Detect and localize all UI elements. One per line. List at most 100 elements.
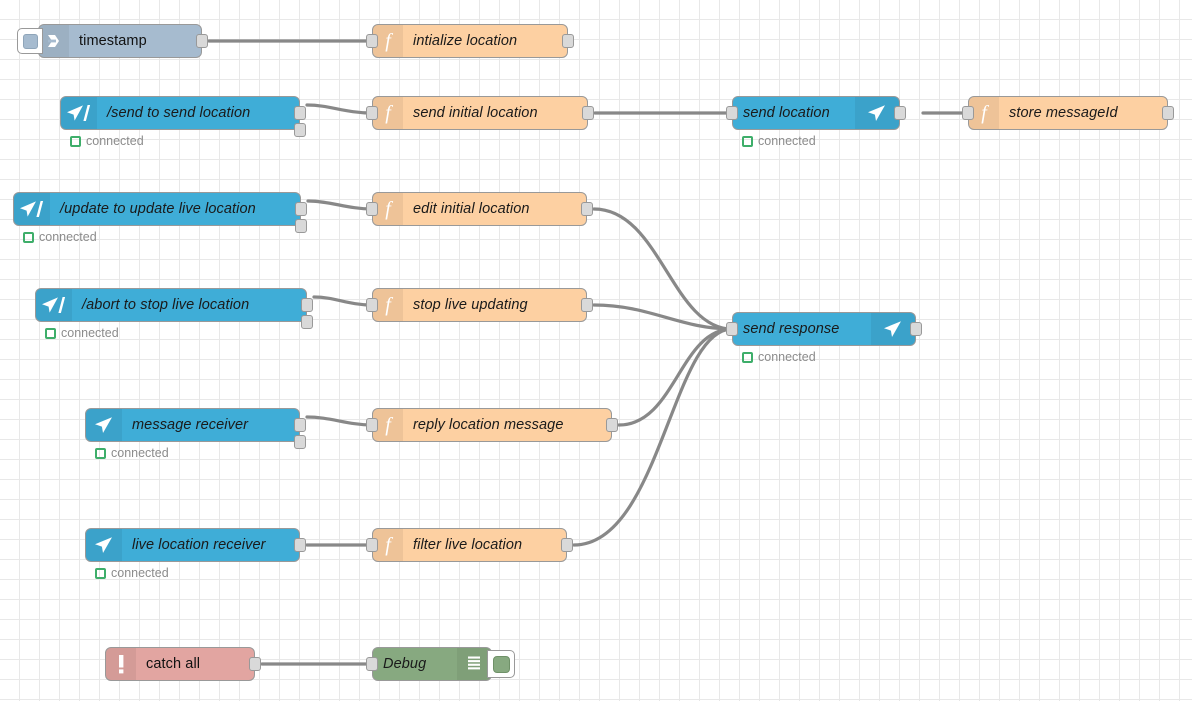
output-port[interactable] (910, 322, 922, 336)
node-send-location[interactable]: send location (726, 96, 906, 130)
input-port[interactable] (366, 34, 378, 48)
link-message-receiver-to-reply-location-message[interactable] (305, 415, 374, 427)
output-port[interactable] (196, 34, 208, 48)
input-port[interactable] (726, 106, 738, 120)
telegram-send-icon (871, 313, 915, 345)
status-indicator-icon (23, 231, 34, 243)
function-f-icon: f (373, 25, 403, 57)
inject-arrow-icon (39, 25, 69, 57)
output-port[interactable] (1162, 106, 1174, 120)
telegram-send-icon (855, 97, 899, 129)
exclamation-icon (106, 648, 136, 680)
link-update-command-to-edit-initial-location[interactable] (306, 199, 374, 211)
inject-trigger-button[interactable] (17, 28, 43, 54)
function-f-icon: f (969, 97, 999, 129)
node-label: send response (743, 321, 840, 337)
output-port-1[interactable] (294, 106, 306, 120)
link-abort-command-to-stop-live-updating[interactable] (312, 295, 374, 307)
output-port-2[interactable] (301, 315, 313, 329)
node-label: /abort to stop live location (82, 297, 250, 313)
node-label: send location (743, 105, 830, 121)
output-port-2[interactable] (295, 219, 307, 233)
node-send-initial-location[interactable]: f send initial location (366, 96, 594, 130)
node-catch-all[interactable]: catch all (105, 647, 261, 681)
node-label: edit initial location (413, 201, 530, 217)
input-port[interactable] (366, 538, 378, 552)
status-label: connected (39, 230, 97, 244)
status-label: connected (758, 134, 816, 148)
node-abort-command[interactable]: /abort to stop live location (35, 288, 313, 329)
output-port[interactable] (562, 34, 574, 48)
status-label: connected (758, 350, 816, 364)
node-status-message-receiver: connected (95, 446, 169, 460)
debug-enable-toggle[interactable] (487, 650, 515, 678)
node-status-send-command: connected (70, 134, 144, 148)
node-reply-location-message[interactable]: f reply location message (366, 408, 618, 442)
input-port[interactable] (366, 298, 378, 312)
output-port[interactable] (894, 106, 906, 120)
status-label: connected (111, 446, 169, 460)
node-stop-live-updating[interactable]: f stop live updating (366, 288, 593, 322)
node-label: send initial location (413, 105, 538, 121)
node-intialize-location[interactable]: f intialize location (366, 24, 574, 58)
output-port-1[interactable] (301, 298, 313, 312)
output-port-1[interactable] (294, 418, 306, 432)
node-status-send-location: connected (742, 134, 816, 148)
link-stop-live-updating-to-send-response[interactable] (592, 303, 734, 331)
input-port[interactable] (366, 418, 378, 432)
node-message-receiver[interactable]: message receiver (85, 408, 306, 449)
node-edit-initial-location[interactable]: f edit initial location (366, 192, 593, 226)
output-port[interactable] (582, 106, 594, 120)
svg-text:f: f (385, 414, 393, 436)
status-label: connected (111, 566, 169, 580)
node-timestamp[interactable]: timestamp (17, 24, 208, 58)
status-indicator-icon (45, 327, 56, 339)
node-label: stop live updating (413, 297, 528, 313)
output-port[interactable] (606, 418, 618, 432)
telegram-command-icon (36, 289, 72, 321)
input-port[interactable] (726, 322, 738, 336)
node-label: reply location message (413, 417, 564, 433)
node-label: timestamp (79, 33, 147, 49)
function-f-icon: f (373, 97, 403, 129)
node-send-command[interactable]: /send to send location (60, 96, 306, 137)
output-port[interactable] (249, 657, 261, 671)
node-status-abort-command: connected (45, 326, 119, 340)
output-port[interactable] (294, 538, 306, 552)
node-status-update-command: connected (23, 230, 97, 244)
node-label: filter live location (413, 537, 523, 553)
svg-text:f: f (981, 102, 989, 124)
function-f-icon: f (373, 289, 403, 321)
output-port[interactable] (581, 202, 593, 216)
node-send-response[interactable]: send response (726, 312, 922, 346)
link-send-command-to-send-initial-location[interactable] (305, 103, 374, 115)
function-f-icon: f (373, 409, 403, 441)
function-f-icon: f (373, 193, 403, 225)
link-reply-location-message-to-send-response[interactable] (617, 327, 734, 427)
output-port[interactable] (561, 538, 573, 552)
input-port[interactable] (962, 106, 974, 120)
input-port[interactable] (366, 106, 378, 120)
output-port[interactable] (581, 298, 593, 312)
link-edit-initial-location-to-send-response[interactable] (592, 207, 734, 331)
telegram-plain-icon (86, 409, 122, 441)
status-label: connected (61, 326, 119, 340)
input-port[interactable] (366, 657, 378, 671)
svg-text:f: f (385, 198, 393, 220)
input-port[interactable] (366, 202, 378, 216)
debug-lines-icon (457, 648, 491, 680)
telegram-command-icon (61, 97, 97, 129)
output-port-2[interactable] (294, 435, 306, 449)
output-port-1[interactable] (295, 202, 307, 216)
node-debug[interactable]: Debug (366, 647, 515, 681)
output-port-2[interactable] (294, 123, 306, 137)
node-label: message receiver (132, 417, 249, 433)
node-label: /update to update live location (60, 201, 256, 217)
node-live-location-receiver[interactable]: live location receiver (85, 528, 306, 562)
node-update-command[interactable]: /update to update live location (13, 192, 307, 233)
inject-button-square (22, 33, 38, 49)
node-label: intialize location (413, 33, 518, 49)
